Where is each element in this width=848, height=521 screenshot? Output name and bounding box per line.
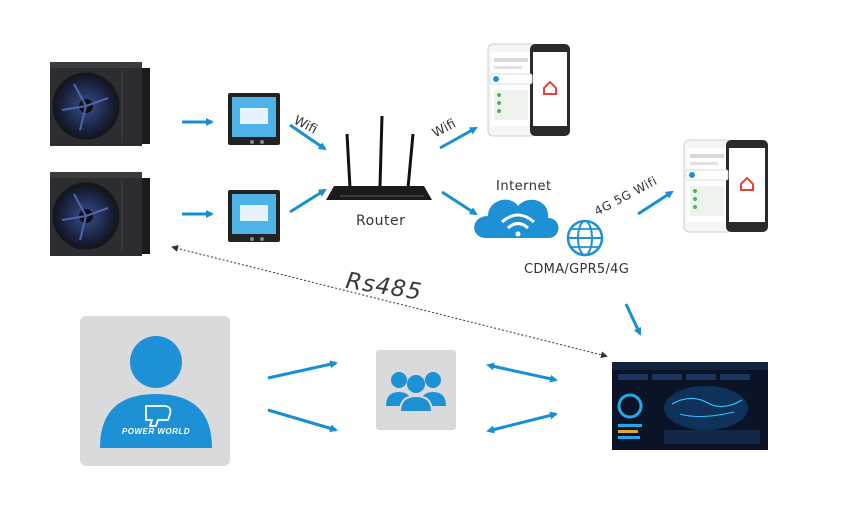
arrow-router-phone1 xyxy=(439,126,478,150)
smartphone-pair-1 xyxy=(487,43,570,137)
label-router: Router xyxy=(356,213,406,229)
group-icon-panel xyxy=(376,350,456,430)
user-panel xyxy=(80,316,230,466)
globe-icon xyxy=(566,219,604,257)
arrow-router-cloud xyxy=(441,190,478,216)
rs485-link xyxy=(171,245,608,359)
cloud-wifi-icon xyxy=(474,199,559,238)
arrow-network-dashboard xyxy=(624,303,642,336)
arrow-group-dashboard-lower xyxy=(486,411,558,434)
heat-pump-unit-1 xyxy=(50,62,150,146)
dashboard-screen xyxy=(612,362,768,450)
arrow-user-group xyxy=(267,360,338,380)
arrow-panel2-router xyxy=(289,188,327,214)
smartphone-pair-2 xyxy=(683,139,768,233)
controller-panel-1 xyxy=(228,93,280,145)
arrow-globe-phone2 xyxy=(637,190,674,216)
router xyxy=(326,115,432,200)
arrow-group-dashboard-upper xyxy=(486,362,558,383)
connection-arrows xyxy=(182,118,674,434)
arrow-user-lower xyxy=(267,408,338,433)
label-internet: Internet xyxy=(496,179,552,194)
arrow-panel1-router xyxy=(289,123,327,151)
label-cellular-network: CDMA/GPR5/4G xyxy=(524,262,630,277)
controller-panel-2 xyxy=(228,190,280,242)
heat-pump-unit-2 xyxy=(50,172,150,256)
brand-logo-text: POWER WORLD xyxy=(121,427,191,436)
